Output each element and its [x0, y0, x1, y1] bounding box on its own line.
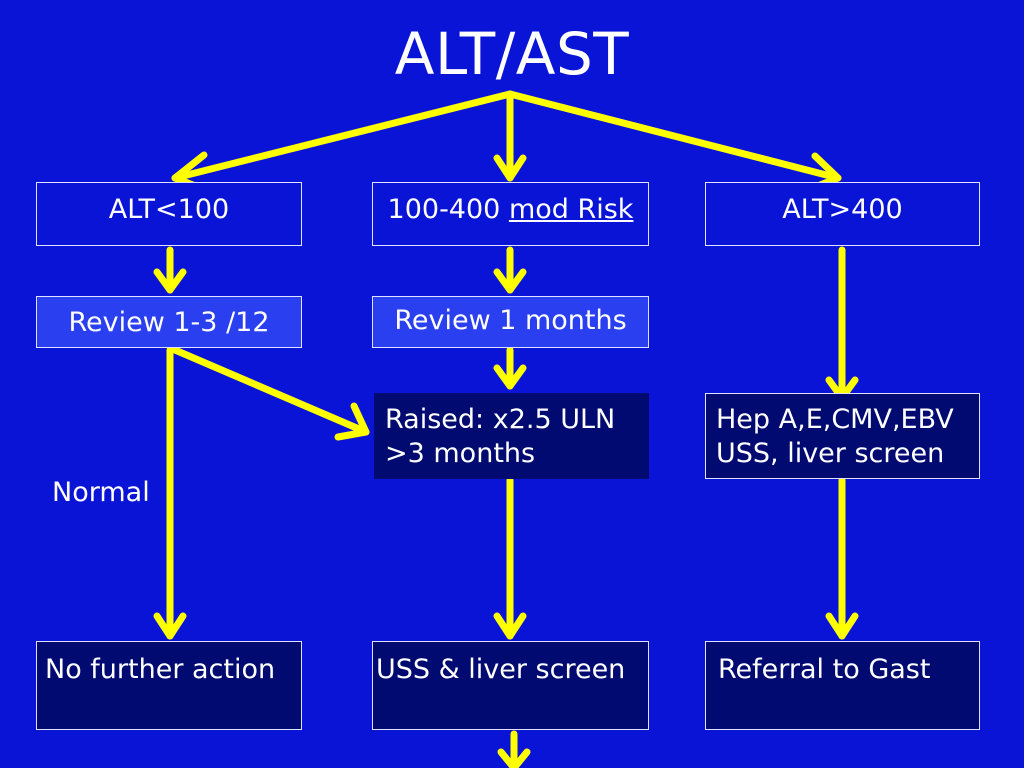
box-alt-high: ALT>400 [705, 182, 980, 246]
box-alt-low-text: ALT<100 [108, 194, 230, 225]
box-referral: Referral to Gast [705, 641, 980, 730]
arrowhead-no-action [153, 612, 187, 640]
box-review-low-text: Review 1-3 /12 [68, 307, 270, 338]
arrow-root-to-alt-high [506, 90, 842, 182]
box-uss-text: USS & liver screen [376, 654, 626, 685]
raised-line-1: Raised: x2.5 ULN [385, 404, 616, 435]
arrowhead-continue [497, 748, 531, 768]
box-alt-high-text: ALT>400 [782, 194, 903, 225]
box-referral-text: Referral to Gast [718, 654, 931, 685]
arrowhead-raised-mid [493, 364, 527, 390]
box-no-action-text: No further action [45, 654, 276, 685]
box-hep: Hep A,E,CMV,EBV USS, liver screen [705, 393, 980, 479]
mod-risk-text: mod Risk [508, 194, 634, 225]
arrowhead-review-mod [493, 268, 527, 294]
box-mod-risk-text: 100-400 mod Risk [373, 183, 648, 227]
raised-line-2: >3 months [385, 438, 536, 469]
box-alt-low: ALT<100 [36, 182, 302, 246]
label-normal: Normal [52, 477, 150, 508]
box-mod-risk: 100-400 mod Risk [372, 182, 649, 246]
arrowhead-raised [334, 402, 370, 441]
box-review-mod-text: Review 1 months [394, 305, 627, 336]
mod-range-text: 100-400 [387, 194, 501, 225]
arrow-review-low-to-raised [171, 346, 370, 436]
diagram-title: ALT/AST [394, 20, 630, 88]
hep-line-2: USS, liver screen [716, 438, 945, 469]
box-review-mod: Review 1 months [372, 296, 649, 348]
box-raised: Raised: x2.5 ULN >3 months [374, 393, 649, 479]
arrowhead-mod [493, 154, 527, 182]
arrowhead-referral [825, 612, 859, 640]
box-review-low: Review 1-3 /12 [36, 296, 302, 348]
arrow-root-to-alt-low [171, 90, 514, 182]
arrowhead-review-low [153, 268, 187, 294]
box-uss: USS & liver screen [372, 641, 649, 730]
box-no-action: No further action [36, 641, 302, 730]
hep-line-1: Hep A,E,CMV,EBV [716, 404, 954, 435]
arrowhead-uss [493, 612, 527, 640]
